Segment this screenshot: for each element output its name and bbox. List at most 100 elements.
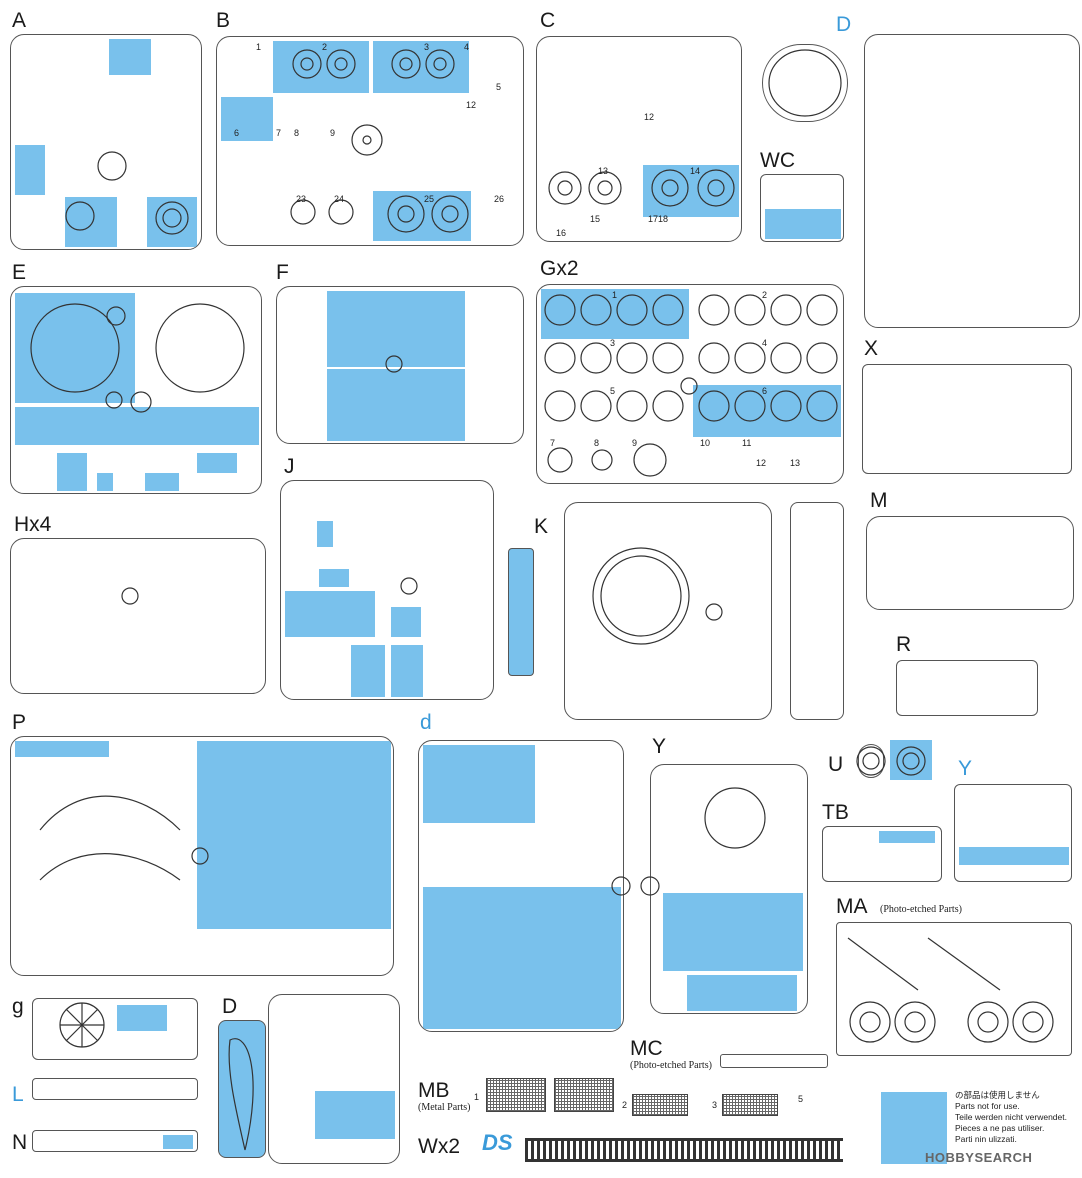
sprue-y: [650, 764, 808, 1014]
g-part-4: 4: [762, 338, 768, 348]
b-part-2: 2: [322, 42, 328, 52]
b-part-12: 12: [466, 100, 477, 110]
sprue-label-r: R: [896, 633, 912, 656]
sprue-label-k: K: [534, 515, 549, 538]
sprue-label-a: A: [12, 9, 27, 32]
sprue-u: [858, 744, 884, 778]
g-part-7: 7: [550, 438, 556, 448]
mc-sublabel: (Photo-etched Parts): [630, 1060, 712, 1071]
parts-not-used-legend: の部品は使用しません Parts not for use. Teile werd…: [955, 1090, 1067, 1145]
sprue-k: [508, 548, 534, 676]
sprue-label-p: P: [12, 711, 27, 734]
mb-mesh-4: [722, 1094, 778, 1116]
mb-mesh-3: [632, 1094, 688, 1116]
sprue-mc: [720, 1054, 828, 1068]
sprue-label-wx2: Wx2: [418, 1135, 460, 1158]
b-part-5: 5: [496, 82, 502, 92]
sprue-d-lower: [418, 740, 624, 1032]
sprue-label-hx4: Hx4: [14, 513, 52, 536]
watermark: HOBBYSEARCH: [925, 1150, 1033, 1165]
sprue-l: [32, 1078, 198, 1100]
b-part-6: 6: [234, 128, 240, 138]
g-part-2: 2: [762, 290, 768, 300]
g-part-1: 1: [612, 290, 618, 300]
sprue-label-d-bottom: D: [222, 995, 238, 1018]
sprue-m: [866, 516, 1074, 610]
sprue-r: [896, 660, 1038, 716]
sprue-e: [10, 286, 262, 494]
sprue-ma: [836, 922, 1072, 1056]
parts-not-used-swatch: [881, 1092, 947, 1164]
c-part-12: 12: [644, 112, 655, 122]
legend-line-fr: Pieces a ne pas utiliser.: [955, 1123, 1045, 1133]
b-part-4: 4: [464, 42, 470, 52]
sprue-label-mb: MB: [418, 1079, 450, 1102]
g-part-8: 8: [594, 438, 600, 448]
sprue-d-bottom-main: [268, 994, 400, 1164]
g-part-9: 9: [632, 438, 638, 448]
sprue-n: [32, 1130, 198, 1152]
sprue-label-d-lower: d: [420, 711, 432, 734]
sprue-tb: [822, 826, 942, 882]
mb-sublabel: (Metal Parts): [418, 1102, 471, 1113]
sprue-label-ma: MA: [836, 895, 868, 918]
b-part-25: 25: [424, 194, 435, 204]
sprue-d-right: [864, 34, 1080, 328]
sprue-k-side: [790, 502, 844, 720]
sprue-label-c: C: [540, 9, 556, 32]
sprue-label-y-blue: Y: [958, 757, 973, 780]
legend-line-it: Parti nin ulizzati.: [955, 1134, 1017, 1144]
ds-logo: DS: [482, 1130, 513, 1155]
sprue-label-x: X: [864, 337, 879, 360]
sprue-b: [216, 36, 524, 246]
sprue-x: [862, 364, 1072, 474]
legend-line-de: Teile werden nicht verwendet.: [955, 1112, 1067, 1122]
sprue-u-highlight: [890, 740, 932, 780]
sprue-c: [536, 36, 742, 242]
g-part-5: 5: [610, 386, 616, 396]
sprue-h: [10, 538, 266, 694]
g-part-11: 11: [742, 438, 752, 448]
sprue-j: [280, 480, 494, 700]
sprue-label-f: F: [276, 261, 289, 284]
c-part-15: 15: [590, 214, 601, 224]
sprue-label-b: B: [216, 9, 231, 32]
g-part-12: 12: [756, 458, 767, 468]
c-part-16: 16: [556, 228, 567, 238]
c-part-14: 14: [690, 166, 701, 176]
g-part-13: 13: [790, 458, 801, 468]
c-part-17: 17: [648, 214, 659, 224]
sprue-label-e: E: [12, 261, 27, 284]
legend-line-en: Parts not for use.: [955, 1101, 1020, 1111]
sprue-label-d-top: D: [836, 13, 852, 36]
sprue-label-mc: MC: [630, 1037, 663, 1060]
track-link-strip: [525, 1138, 843, 1162]
sprue-f: [276, 286, 524, 444]
b-part-3: 3: [424, 42, 430, 52]
sprue-label-tb: TB: [822, 801, 849, 824]
sprue-label-n: N: [12, 1131, 28, 1154]
mb-num-5: 5: [798, 1094, 804, 1104]
sprue-label-g: g: [12, 995, 24, 1018]
sprue-label-y: Y: [652, 735, 667, 758]
mb-num-3: 3: [712, 1100, 718, 1110]
ma-sublabel: (Photo-etched Parts): [880, 904, 962, 915]
sprue-g: [536, 284, 844, 484]
sprue-label-wc: WC: [760, 149, 795, 172]
b-part-9: 9: [330, 128, 336, 138]
g-part-6: 6: [762, 386, 768, 396]
sprue-g-lower: [32, 998, 198, 1060]
c-part-13: 13: [598, 166, 609, 176]
b-part-1: 1: [256, 42, 262, 52]
sprue-a: [10, 34, 202, 250]
g-part-10: 10: [700, 438, 711, 448]
sprue-label-l: L: [12, 1083, 24, 1106]
sprue-k-main: [564, 502, 772, 720]
sprue-d-top: [762, 44, 848, 122]
legend-line-jp: の部品は使用しません: [955, 1090, 1040, 1100]
b-part-24: 24: [334, 194, 345, 204]
mb-mesh-1: [486, 1078, 546, 1112]
g-part-3: 3: [610, 338, 616, 348]
sprue-label-j: J: [284, 455, 295, 478]
b-part-7: 7: [276, 128, 282, 138]
